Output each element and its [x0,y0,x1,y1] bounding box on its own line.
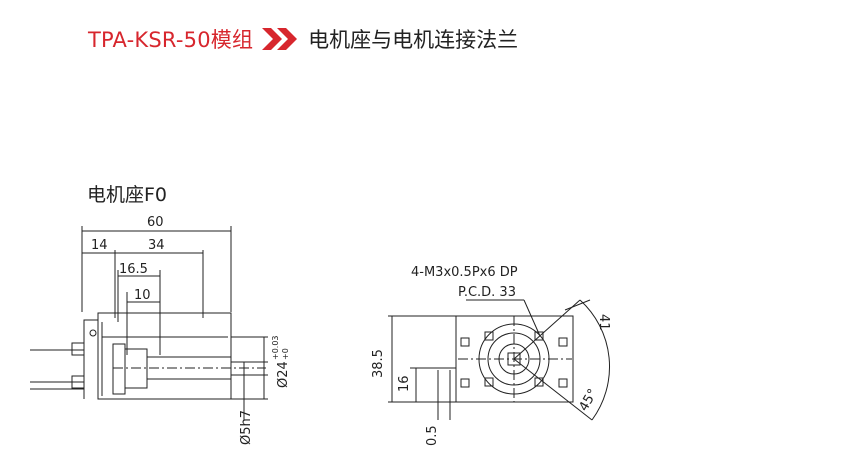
dim-side: 41 [596,314,611,331]
pcd-label: P.C.D. 33 [458,285,516,300]
dim-overall: 60 [147,215,164,230]
dim-bore: Ø24 [276,361,291,388]
dim-inner-2: 10 [134,288,151,303]
dim-offset: 0.5 [425,425,440,446]
dim-left: 14 [91,238,108,253]
dim-bore-tol-lower: +0 [281,348,290,360]
dim-shaft: Ø5h7 [239,410,254,445]
hole-spec: 4-M3x0.5Px6 DP [411,265,518,280]
dim-center: 16 [397,375,412,392]
dim-bore-tol-upper: +0.03 [271,335,280,360]
drawing-subtitle: 电机座F0 [87,184,168,206]
page-header: TPA-KSR-50模组 电机座与电机连接法兰 [88,22,518,56]
dim-mid: 34 [148,238,165,253]
dim-angle: 45° [576,387,601,414]
double-chevron-right-icon [262,28,298,50]
page-title: 电机座与电机连接法兰 [308,28,519,52]
dim-height: 38.5 [371,349,386,378]
model-name: TPA-KSR-50模组 [88,28,254,52]
dim-inner-1: 16.5 [119,262,148,277]
